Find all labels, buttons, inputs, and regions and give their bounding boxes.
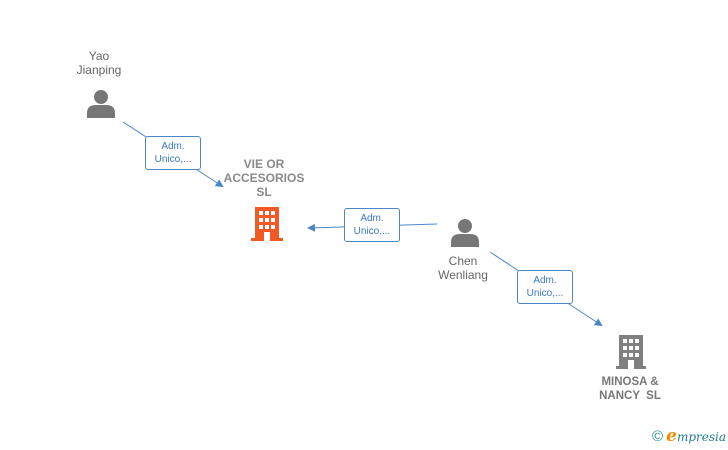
person-name-line1: Chen [448, 254, 478, 268]
person-icon[interactable] [450, 217, 480, 247]
copyright-icon: © [652, 427, 664, 445]
person-name-chen[interactable]: Chen Wenliang [426, 254, 500, 282]
relation-label-chen-minosa[interactable]: Adm. Unico,... [517, 270, 573, 304]
person-icon[interactable] [86, 88, 116, 118]
relation-label-yao-vie[interactable]: Adm. Unico,... [145, 136, 201, 170]
brand-footer: © empresia [652, 426, 726, 446]
relation-label-chen-vie[interactable]: Adm. Unico,... [344, 208, 400, 242]
person-name-line2: Wenliang [438, 268, 488, 282]
building-icon[interactable] [251, 207, 283, 241]
brand-logo[interactable]: empresia [666, 426, 726, 446]
person-name-line1: Yao [88, 49, 110, 63]
person-name-line2: Jianping [76, 63, 122, 77]
company-name-vie[interactable]: VIE OR ACCESORIOS SL [223, 157, 305, 199]
person-name-yao[interactable]: Yao Jianping [62, 49, 136, 77]
company-name-minosa[interactable]: MINOSA & NANCY SL [599, 376, 661, 402]
building-icon[interactable] [616, 335, 646, 369]
